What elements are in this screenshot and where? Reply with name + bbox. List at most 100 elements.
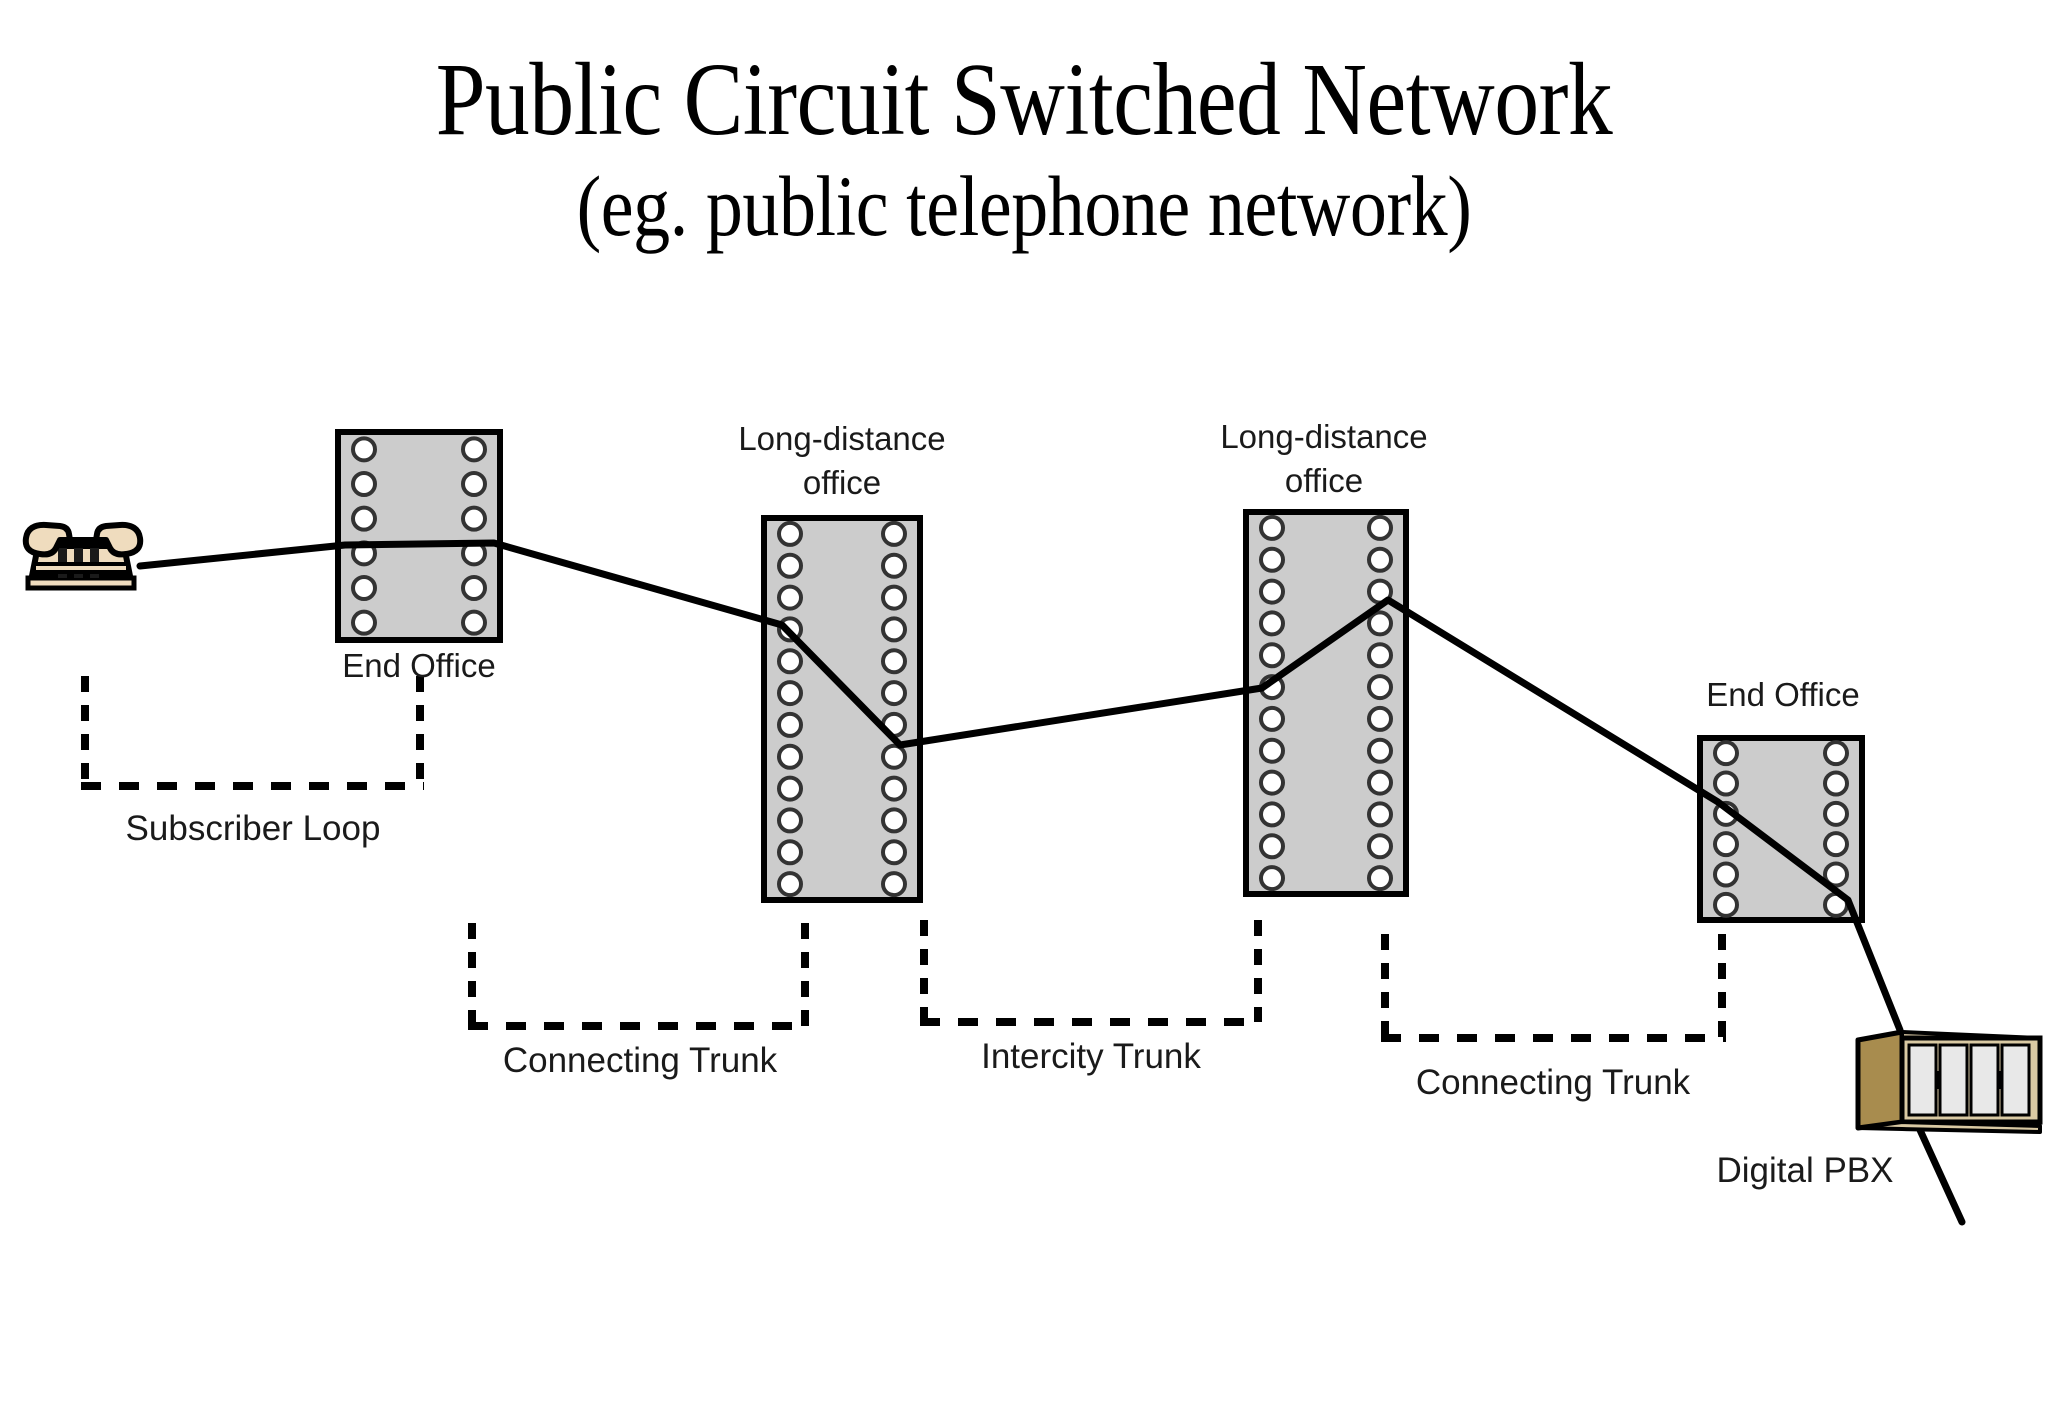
switch-port[interactable]: [777, 552, 803, 579]
switch-port[interactable]: [777, 807, 803, 834]
switch-port[interactable]: [1367, 865, 1393, 892]
switch-label-end-office-left: End Office: [342, 647, 495, 684]
switch-port[interactable]: [1259, 705, 1285, 732]
switch-port[interactable]: [461, 575, 487, 601]
switch-port[interactable]: [777, 680, 803, 707]
switch-port[interactable]: [1367, 769, 1393, 796]
switch-port[interactable]: [461, 609, 487, 636]
switch-office-long-distance-office-1[interactable]: [761, 515, 923, 903]
switch-port[interactable]: [881, 648, 907, 675]
switch-port[interactable]: [1367, 833, 1393, 860]
switch-port[interactable]: [351, 609, 377, 636]
pbx-panel: [2000, 1043, 2031, 1117]
switch-port[interactable]: [1367, 610, 1393, 637]
switch-label-long-distance-office-2-line2: office: [1285, 462, 1363, 499]
bracket-label-connecting-trunk-left: Connecting Trunk: [503, 1041, 778, 1080]
circuit-path-line: [136, 539, 1904, 1034]
bracket-label-intercity-trunk: Intercity Trunk: [981, 1037, 1201, 1076]
switch-port[interactable]: [351, 505, 377, 532]
switch-port[interactable]: [1823, 861, 1849, 888]
switch-port[interactable]: [881, 743, 907, 770]
switch-port[interactable]: [777, 584, 803, 611]
bracket-intercity-trunk: [920, 920, 1262, 1026]
switch-port[interactable]: [1259, 578, 1285, 605]
circuit-path-group: [136, 539, 1966, 1226]
pbx-cabinet-graphic: [1855, 1029, 2043, 1134]
bracket-connecting-trunk-left: [468, 923, 809, 1030]
switch-port[interactable]: [1367, 642, 1393, 669]
switch-port[interactable]: [1713, 740, 1739, 767]
switch-port[interactable]: [1367, 737, 1393, 764]
switch-port[interactable]: [351, 436, 377, 463]
switch-port[interactable]: [777, 520, 803, 547]
switch-port[interactable]: [461, 505, 487, 532]
switch-port[interactable]: [777, 711, 803, 738]
rotary-telephone-icon: [22, 521, 144, 591]
switch-port[interactable]: [1259, 642, 1285, 669]
switch-offices-group: [335, 429, 1865, 923]
switch-port[interactable]: [881, 775, 907, 802]
switch-port[interactable]: [461, 471, 487, 497]
pbx-label: Digital PBX: [1716, 1151, 1893, 1190]
pbx-drop-line: [1916, 1126, 1966, 1226]
switch-port[interactable]: [1713, 891, 1739, 918]
switch-port[interactable]: [881, 616, 907, 643]
switch-body-long-distance-office-1: [761, 515, 923, 903]
switch-port[interactable]: [1259, 833, 1285, 860]
switch-port[interactable]: [1367, 674, 1393, 701]
switch-port[interactable]: [1259, 610, 1285, 637]
switch-port[interactable]: [1259, 514, 1285, 541]
switch-body-end-office-left: [335, 429, 503, 643]
switch-port[interactable]: [881, 839, 907, 866]
switch-port[interactable]: [1713, 861, 1739, 888]
switch-port[interactable]: [1259, 801, 1285, 828]
switch-label-long-distance-office-1-line1: Long-distance: [738, 420, 945, 457]
pbx-side-face: [1855, 1029, 1905, 1131]
switch-port[interactable]: [1259, 865, 1285, 892]
switch-port[interactable]: [1823, 770, 1849, 797]
switch-port[interactable]: [777, 871, 803, 898]
switch-port[interactable]: [881, 520, 907, 547]
switch-office-long-distance-office-2[interactable]: [1243, 509, 1409, 897]
switch-port[interactable]: [777, 743, 803, 770]
trunk-brackets-group: [81, 676, 1726, 1042]
pbx-panel-handle: [1997, 1071, 2003, 1089]
switch-port[interactable]: [777, 839, 803, 866]
switch-port[interactable]: [1367, 705, 1393, 732]
switch-port[interactable]: [1713, 831, 1739, 858]
switch-port[interactable]: [881, 807, 907, 834]
pbx-panel: [1938, 1043, 1969, 1117]
switch-port[interactable]: [1367, 801, 1393, 828]
bracket-subscriber-loop: [81, 676, 424, 790]
switch-port[interactable]: [1259, 769, 1285, 796]
diagram-labels-group: End OfficeLong-distanceofficeLong-distan…: [126, 418, 1894, 1190]
switch-port[interactable]: [881, 552, 907, 579]
pbx-cabinet-icon: [1855, 1029, 2043, 1134]
switch-office-end-office-left[interactable]: [335, 429, 503, 643]
bracket-label-connecting-trunk-right: Connecting Trunk: [1416, 1063, 1691, 1102]
bracket-connecting-trunk-right: [1381, 934, 1726, 1042]
switch-port[interactable]: [881, 680, 907, 707]
phone-base: [25, 575, 137, 591]
switch-port[interactable]: [777, 775, 803, 802]
switch-port[interactable]: [1259, 737, 1285, 764]
switch-body-long-distance-office-2: [1243, 509, 1409, 897]
pbx-bottom-edge: [1856, 1120, 2042, 1134]
switch-port[interactable]: [1367, 546, 1393, 573]
switch-port[interactable]: [1823, 740, 1849, 767]
switch-port[interactable]: [461, 436, 487, 463]
switch-port[interactable]: [881, 584, 907, 611]
switch-port[interactable]: [881, 871, 907, 898]
switch-port[interactable]: [1823, 800, 1849, 827]
switch-port[interactable]: [1367, 514, 1393, 541]
switch-port[interactable]: [351, 575, 377, 601]
switch-port[interactable]: [1823, 831, 1849, 858]
phone-handset: [22, 521, 144, 558]
phone-cradle-ledge: [32, 562, 130, 574]
switch-port[interactable]: [1713, 770, 1739, 797]
switch-port[interactable]: [777, 648, 803, 675]
bracket-label-subscriber-loop: Subscriber Loop: [126, 809, 381, 848]
switch-port[interactable]: [351, 471, 377, 497]
switch-port[interactable]: [1259, 546, 1285, 573]
